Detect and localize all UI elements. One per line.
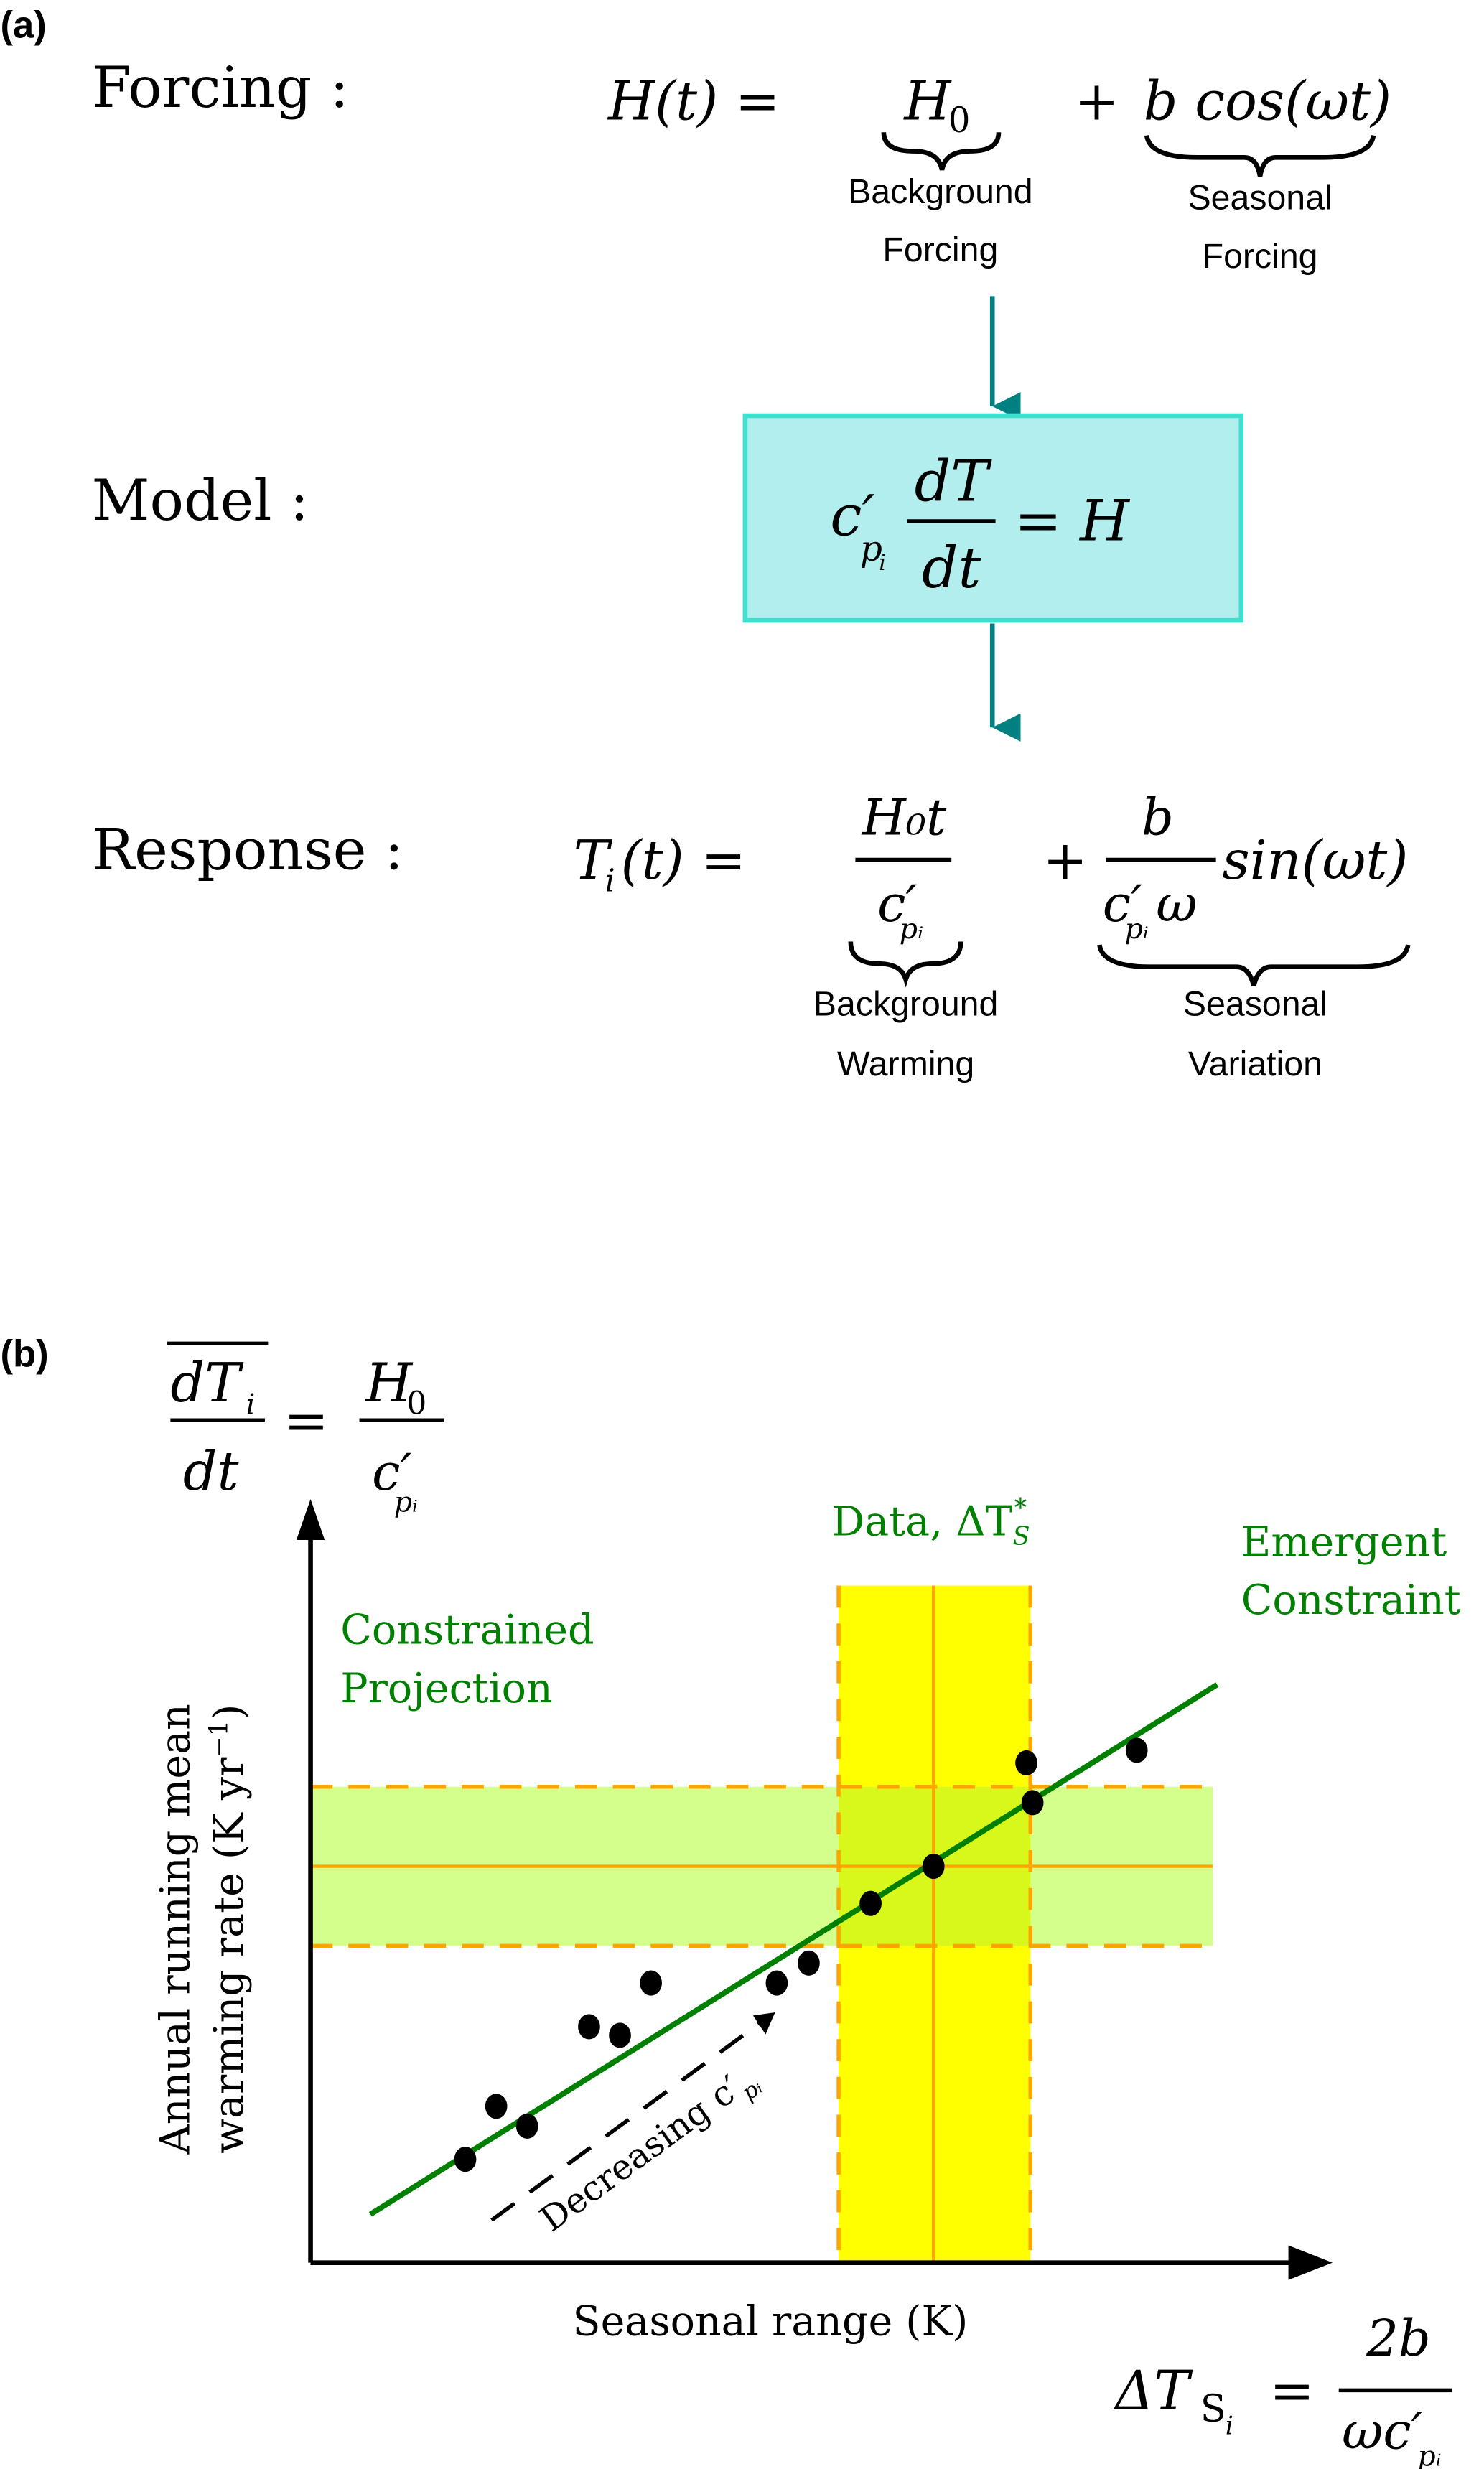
h-symbol: H bbox=[902, 70, 952, 133]
frac2-den-omega: ω bbox=[1156, 874, 1197, 933]
constrained-label-line1: Constrained bbox=[340, 1607, 594, 1654]
y-formula-rhs-den-sub: pᵢ bbox=[394, 1486, 418, 1519]
panel-a-label: (a) bbox=[0, 4, 46, 47]
brace-seasonal-variation bbox=[1097, 944, 1411, 986]
brace-background-warming bbox=[848, 941, 963, 988]
response-lhs: T i (t) = bbox=[574, 829, 746, 900]
y-axis-label: Annual running mean warming rate (K yr−1… bbox=[152, 1704, 253, 2155]
label-forcing: Forcing bbox=[882, 230, 998, 269]
y-formula-den: dt bbox=[183, 1440, 240, 1503]
brace-background-forcing bbox=[881, 131, 1002, 171]
x-axis-arrowhead bbox=[1288, 2245, 1333, 2280]
h-subscript: 0 bbox=[948, 101, 971, 141]
forcing-lhs: H(t) = bbox=[607, 70, 780, 133]
forcing-term2: b cos(ωt) bbox=[1144, 70, 1391, 133]
points-layer bbox=[454, 1737, 1148, 2172]
data-point bbox=[485, 2094, 508, 2119]
frac1-den-sub: pᵢ bbox=[900, 913, 923, 946]
response-title: Response : bbox=[92, 817, 403, 883]
t-symbol: T bbox=[574, 829, 613, 892]
x-axis-formula: ΔT S i = 2b ωc′ pᵢ bbox=[1113, 2309, 1452, 2469]
x-formula-eq: = bbox=[1269, 2360, 1314, 2422]
y-axis-arrowhead bbox=[296, 1498, 325, 1540]
label-seasonal-variation-1: Seasonal bbox=[1183, 985, 1327, 1024]
forcing-term1: H 0 bbox=[902, 70, 970, 141]
y-formula-rhs-sub: 0 bbox=[406, 1386, 426, 1422]
fit-layer bbox=[368, 1682, 1219, 2217]
decreasing-cp-arrowhead bbox=[752, 2012, 775, 2035]
label-background-warming-1: Background bbox=[813, 985, 999, 1024]
forcing-title: Forcing : bbox=[92, 55, 349, 121]
model-title: Model : bbox=[92, 467, 309, 533]
x-formula-sub: S bbox=[1200, 2387, 1226, 2431]
model-rhs: = H bbox=[1014, 487, 1131, 554]
decreasing-cp-label: Decreasing c′pᵢ bbox=[533, 2057, 767, 2245]
label-background: Background bbox=[848, 172, 1033, 211]
frac2-denominator: c′ bbox=[1103, 874, 1142, 933]
x-formula-den: ωc′ bbox=[1342, 2402, 1423, 2460]
model-numerator: dT bbox=[915, 448, 993, 514]
model-equation: c′ p i dT dt = H bbox=[830, 448, 1131, 601]
label-seasonal: Seasonal bbox=[1187, 179, 1332, 218]
y-formula-num-sub: i bbox=[246, 1388, 256, 1422]
y-label-line1: Annual running mean bbox=[152, 1704, 200, 2155]
data-point bbox=[515, 2113, 538, 2139]
y-formula-eq: = bbox=[284, 1390, 328, 1452]
y-formula-rhs-num: H bbox=[364, 1352, 414, 1414]
label-background-warming-2: Warming bbox=[837, 1045, 974, 1083]
model-box bbox=[742, 413, 1244, 623]
data-point bbox=[798, 1950, 820, 1976]
frac2-den-sub: pᵢ bbox=[1124, 913, 1148, 946]
response-sin: sin(ωt) bbox=[1222, 829, 1408, 892]
data-point bbox=[1021, 1790, 1044, 1816]
constrained-label-line2: Projection bbox=[340, 1665, 552, 1712]
bands-layer bbox=[310, 1585, 1213, 2263]
x-axis-label: Seasonal range (K) bbox=[573, 2298, 969, 2346]
response-plus: + bbox=[1042, 829, 1087, 892]
data-point bbox=[859, 1890, 882, 1916]
fit-label-line2: Constraint bbox=[1241, 1577, 1461, 1624]
data-point bbox=[578, 2014, 600, 2040]
x-formula-num: 2b bbox=[1366, 2309, 1431, 2368]
label-seasonal-forcing: Forcing bbox=[1203, 237, 1318, 276]
data-band-label: Data, ΔTS* bbox=[832, 1493, 1030, 1551]
c-sub-p: p bbox=[860, 529, 882, 569]
data-point bbox=[454, 2147, 477, 2172]
frac1-denominator: c′ bbox=[877, 874, 917, 933]
response-fraction-1: H₀t c′ pᵢ bbox=[855, 788, 952, 946]
x-formula-den-sub: pᵢ bbox=[1417, 2440, 1441, 2469]
data-point bbox=[640, 1970, 662, 1996]
y-formula-num: dT bbox=[170, 1352, 244, 1414]
y-label-line2: warming rate (K yr−1) bbox=[204, 1704, 253, 2154]
brace-seasonal-forcing bbox=[1144, 134, 1376, 177]
data-point bbox=[609, 2022, 631, 2048]
label-seasonal-variation-2: Variation bbox=[1188, 1045, 1322, 1083]
fit-label-line1: Emergent bbox=[1241, 1518, 1447, 1566]
t-subscript: i bbox=[605, 862, 615, 899]
response-fraction-2: b c′ pᵢ ω bbox=[1103, 788, 1216, 946]
panel-b-label: (b) bbox=[0, 1333, 48, 1376]
forcing-plus: + bbox=[1074, 70, 1119, 133]
frac1-numerator: H₀t bbox=[861, 788, 947, 846]
y-formula-rhs-den: c′ bbox=[372, 1443, 411, 1502]
t-rest: (t) = bbox=[621, 829, 746, 892]
c-sub-i: i bbox=[879, 551, 886, 576]
x-formula-lhs: ΔT bbox=[1113, 2360, 1193, 2422]
data-point bbox=[922, 1853, 945, 1880]
data-point bbox=[765, 1970, 788, 1996]
data-point bbox=[1125, 1737, 1148, 1763]
emergent-constraint-line bbox=[368, 1682, 1219, 2217]
y-axis-formula: dT i dt = H 0 c′ pᵢ bbox=[167, 1341, 444, 1519]
decreasing-cp-arrow bbox=[490, 2022, 761, 2222]
c-prime: c′ bbox=[830, 483, 874, 549]
x-formula-subsub: i bbox=[1226, 2412, 1233, 2441]
data-point bbox=[1015, 1750, 1037, 1776]
model-denominator: dt bbox=[922, 535, 981, 601]
frac2-numerator: b bbox=[1142, 788, 1174, 846]
